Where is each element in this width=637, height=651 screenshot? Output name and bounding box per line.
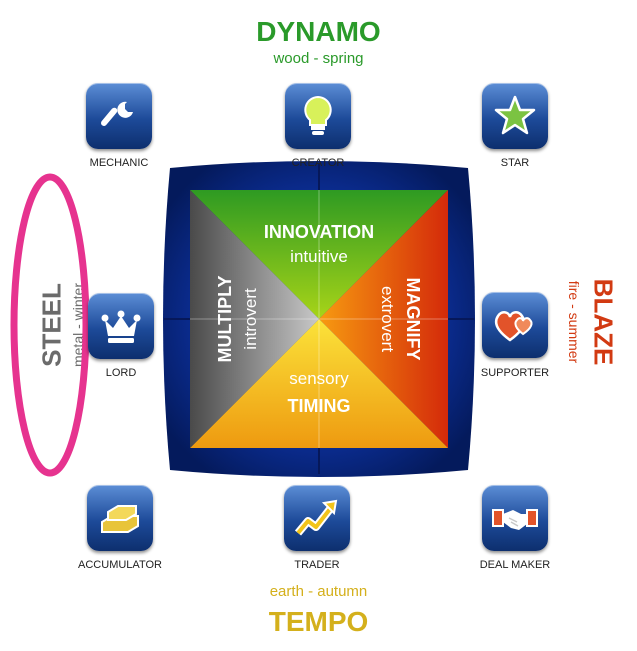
dynamo-title: DYNAMO — [256, 16, 381, 47]
dynamo-subtitle: wood - spring — [273, 50, 364, 67]
trader-tile — [284, 485, 350, 551]
quadrant-innovation — [190, 190, 448, 319]
tempo-subtitle: earth - autumn — [269, 583, 368, 600]
quadrant-multiply — [190, 190, 319, 448]
profile-label-supporter: SUPPORTER — [480, 367, 550, 379]
star-tile — [482, 83, 548, 149]
profile-label-mechanic: MECHANIC — [89, 157, 149, 169]
lord-tile — [88, 293, 154, 359]
quadrant-magnify — [319, 190, 448, 448]
rising-arrow-icon — [294, 499, 338, 536]
profile-label-accumulator: ACCUMULATOR — [78, 559, 162, 571]
quadrant-timing — [190, 319, 448, 448]
wrench-icon — [100, 101, 133, 126]
magnify-subtitle: extrovert — [378, 286, 397, 352]
timing-subtitle: sensory — [289, 369, 349, 388]
profile-label-creator: CREATOR — [291, 157, 345, 169]
tempo-title: TEMPO — [268, 606, 369, 637]
heart-icon — [494, 311, 533, 342]
profile-label-deal-maker: DEAL MAKER — [479, 559, 551, 571]
crown-icon — [101, 310, 141, 343]
innovation-subtitle: intuitive — [290, 247, 348, 266]
lightbulb-icon — [304, 95, 332, 135]
deal-maker-tile — [482, 485, 548, 551]
innovation-title: INNOVATION — [264, 222, 374, 242]
creator-tile — [285, 83, 351, 149]
wealth-square-diagram: INNOVATION intuitive sensory TIMING MAGN… — [163, 161, 475, 477]
handshake-icon — [492, 509, 538, 530]
supporter-tile — [482, 292, 548, 358]
timing-title: TIMING — [288, 396, 351, 416]
gold-bars-icon — [101, 505, 139, 533]
magnify-title: MAGNIFY — [403, 278, 423, 361]
accumulator-tile — [87, 485, 153, 551]
star-icon — [494, 95, 536, 135]
profile-label-lord: LORD — [105, 367, 137, 379]
multiply-title: MULTIPLY — [215, 275, 235, 362]
profile-label-star: STAR — [500, 157, 530, 169]
profile-label-trader: TRADER — [294, 559, 340, 571]
mechanic-tile — [86, 83, 152, 149]
multiply-subtitle: introvert — [241, 288, 260, 350]
